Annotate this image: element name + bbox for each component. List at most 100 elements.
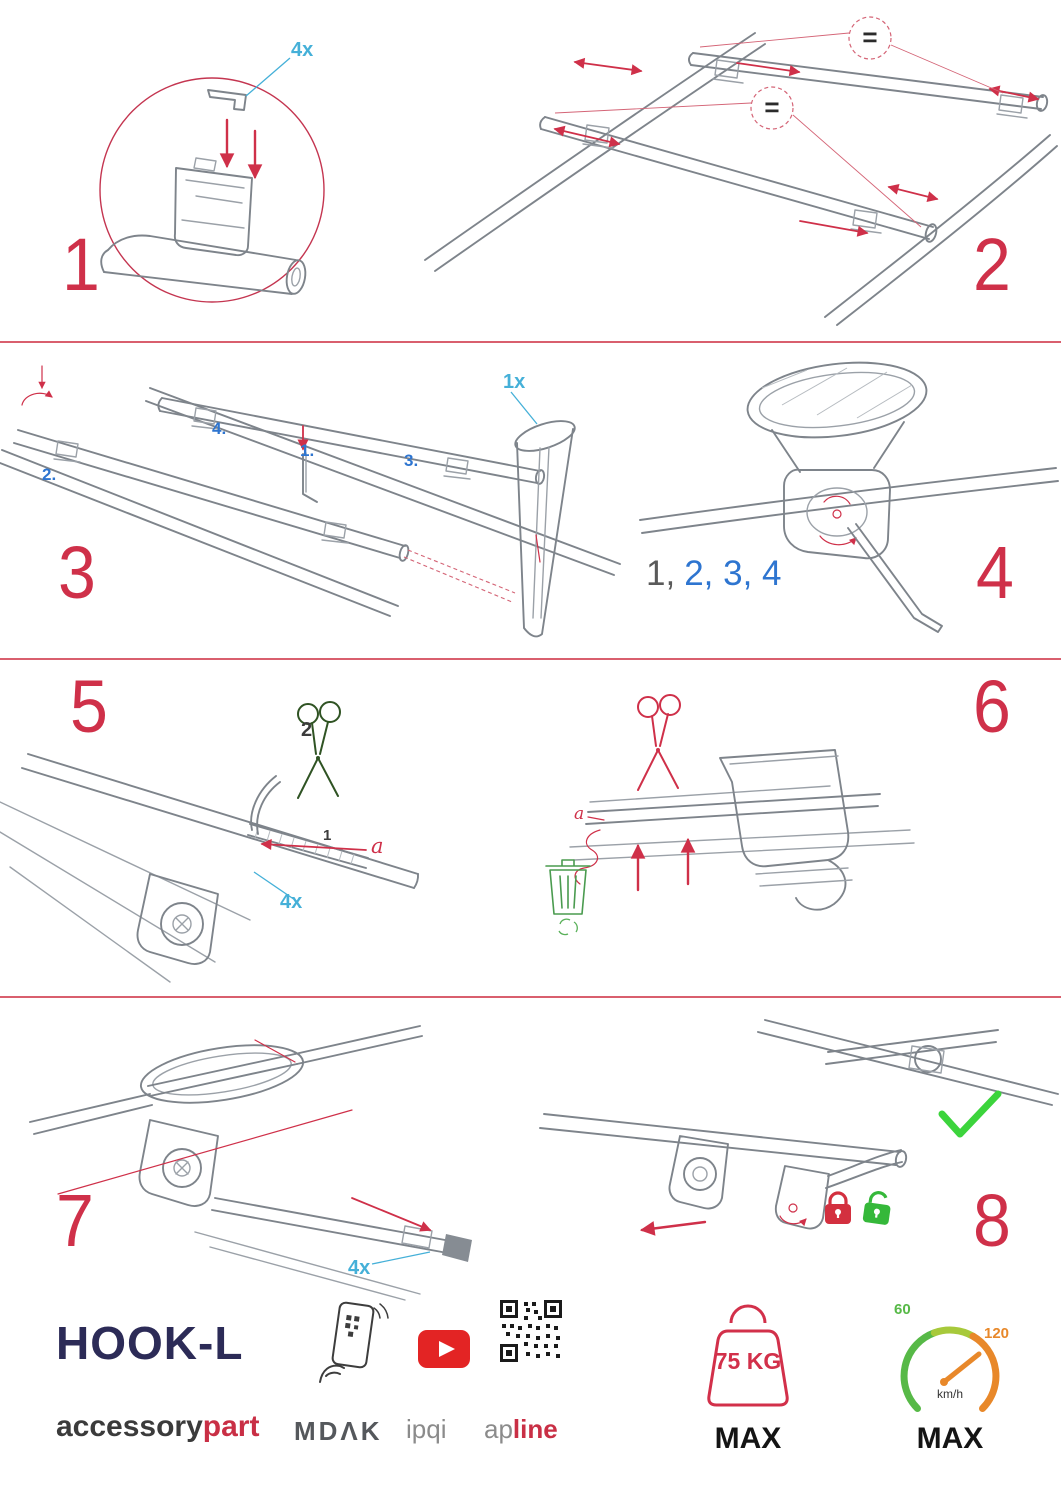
clamp-body: [668, 1135, 729, 1210]
speedometer-icon: [900, 1326, 1000, 1412]
step2-diagram: [424, 16, 1058, 326]
scissors-icon: [637, 694, 681, 791]
tighten-arrow: [819, 535, 857, 546]
clamp-foot: [712, 59, 744, 84]
slide-arrow: [799, 220, 869, 237]
step3-quantity: 1x: [503, 371, 526, 393]
step5-diagram: [0, 701, 419, 983]
equal-circle: [750, 86, 794, 130]
crossbar-end: [211, 1197, 446, 1253]
hook-bracket: [719, 749, 850, 868]
step3-sub3: 3.: [404, 451, 419, 470]
gauge-needle: [941, 1351, 982, 1385]
bracket-part: [207, 89, 247, 111]
equal-sign: =: [862, 22, 878, 52]
step6-diagram: [545, 694, 915, 936]
rail-top-view: [746, 361, 928, 439]
step4-diagram: [639, 361, 1059, 633]
qr-code-icon: [500, 1300, 562, 1362]
crossbar: [585, 793, 881, 825]
adjust-arrow: [573, 57, 643, 76]
logo-ipqi: ipqi: [406, 1414, 447, 1444]
knob: [160, 902, 204, 946]
weight-max-label: MAX: [714, 1422, 782, 1455]
speed-low: 60: [894, 1301, 911, 1318]
allen-key: [847, 523, 943, 633]
slide-arrow: [639, 1220, 707, 1236]
clamp-foot: [191, 407, 219, 430]
brand-primary: accessory: [56, 1410, 203, 1443]
clamp-body: [136, 873, 219, 965]
phone-qr-icon: [319, 1301, 389, 1383]
clamp-body: [138, 1119, 219, 1207]
step1-number: 1: [62, 223, 100, 306]
step8-number: 8: [973, 1179, 1011, 1262]
adjust-arrow: [553, 125, 621, 148]
step3-sub2: 2.: [42, 465, 57, 484]
step3-sub4: 4.: [212, 419, 227, 438]
logo-apline-prefix: ap: [484, 1414, 513, 1444]
end-cap-part: [442, 1234, 472, 1262]
upper-crossbar: [159, 397, 541, 484]
logo-apline: apline: [484, 1416, 558, 1442]
step3-sub1: 1.: [300, 441, 315, 460]
allen-key: [302, 453, 318, 503]
section-divider: [0, 658, 1061, 660]
brand-accent: part: [202, 1410, 260, 1443]
step5-cut-order: 2: [301, 719, 313, 741]
lock-closed-icon: [825, 1191, 851, 1224]
crossbar: [539, 1113, 901, 1166]
lock-lever: [774, 1165, 830, 1230]
rear-crossbar: [690, 52, 1044, 110]
step7-number: 7: [56, 1179, 94, 1262]
crossbar: [21, 753, 419, 889]
slide-arrow: [736, 62, 801, 77]
speed-max-label: MAX: [916, 1422, 984, 1455]
sequence-rest: 2, 3, 4: [684, 554, 782, 593]
pull-arrow: [260, 839, 367, 851]
quantity-pointer-line: [371, 1251, 431, 1265]
quantity-pointer-line: [253, 871, 299, 903]
bolt-target: [788, 1203, 798, 1213]
step5-part-label: a: [371, 834, 384, 858]
product-name: HOOK-L: [56, 1317, 244, 1369]
quantity-pointer-line: [510, 391, 538, 425]
speed-unit: km/h: [936, 1387, 963, 1401]
step8-diagram: [539, 1019, 1059, 1236]
magnifier-circle: [99, 77, 325, 303]
step7-diagram: [29, 1025, 472, 1301]
youtube-play-icon: [418, 1330, 470, 1368]
clamp-foot: [53, 440, 81, 463]
knob: [162, 1148, 202, 1188]
sequence-first: 1,: [646, 554, 676, 593]
quantity-pointer-line: [245, 57, 291, 97]
speed-high: 120: [984, 1325, 1010, 1342]
equal-sign: =: [764, 92, 780, 122]
cut-strip-squiggle: [574, 829, 601, 885]
pointer-line: [57, 1109, 353, 1195]
rail-top-view: [139, 1044, 305, 1104]
overhang-arrow: [887, 183, 939, 203]
logo-apline-suffix: line: [512, 1414, 558, 1444]
section-divider: [0, 341, 1061, 343]
logo-mdak: MDΛK: [294, 1416, 383, 1446]
weight-limit: 75 KG: [714, 1348, 782, 1374]
clamp-body: [783, 468, 891, 560]
clamp-foot: [443, 457, 471, 480]
knob: [914, 1045, 942, 1073]
step1-diagram: [99, 57, 325, 303]
tighten-arrow: [779, 1215, 807, 1227]
step3-number: 3: [58, 531, 96, 614]
equal-circle: [848, 16, 892, 60]
clamp-body: [173, 167, 253, 257]
step2-number: 2: [973, 223, 1011, 306]
bolt-target: [832, 509, 842, 519]
scissors-icon: [297, 701, 341, 799]
clamp-foot: [321, 521, 349, 544]
strip-sleeve: [514, 420, 576, 452]
step5-number: 5: [70, 665, 108, 748]
strip-curl: [250, 775, 281, 835]
section-divider: [0, 996, 1061, 998]
step4-sequence: 1,2, 3, 4: [646, 556, 782, 591]
